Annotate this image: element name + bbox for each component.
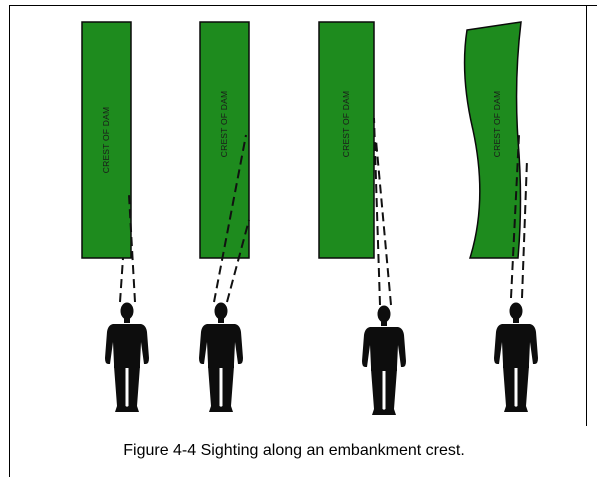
sight-lines	[373, 117, 392, 306]
crest-panel-4: CREST OF DAM	[463, 21, 538, 412]
dam-crest	[463, 21, 522, 259]
observer-icon	[362, 305, 406, 415]
dam-crest	[318, 21, 375, 259]
crest-label: CREST OF DAM	[219, 91, 229, 157]
crest-panel-2: CREST OF DAM	[199, 21, 250, 412]
sight-lines	[119, 194, 136, 303]
sight-lines	[510, 134, 528, 299]
crest-label: CREST OF DAM	[341, 91, 351, 157]
crest-panel-1: CREST OF DAM	[81, 21, 149, 412]
crest-panel-3: CREST OF DAM	[318, 21, 406, 415]
dam-crest	[199, 21, 250, 259]
crest-label: CREST OF DAM	[101, 107, 111, 173]
figure-caption: Figure 4-4 Sighting along an embankment …	[123, 442, 465, 459]
observer-icon	[105, 302, 149, 412]
dam-crest	[81, 21, 132, 259]
observer-icon	[494, 302, 538, 412]
observer-icon	[199, 302, 243, 412]
crest-label: CREST OF DAM	[492, 91, 502, 157]
figure-frame-lines	[9, 5, 597, 477]
sight-lines	[213, 134, 250, 303]
